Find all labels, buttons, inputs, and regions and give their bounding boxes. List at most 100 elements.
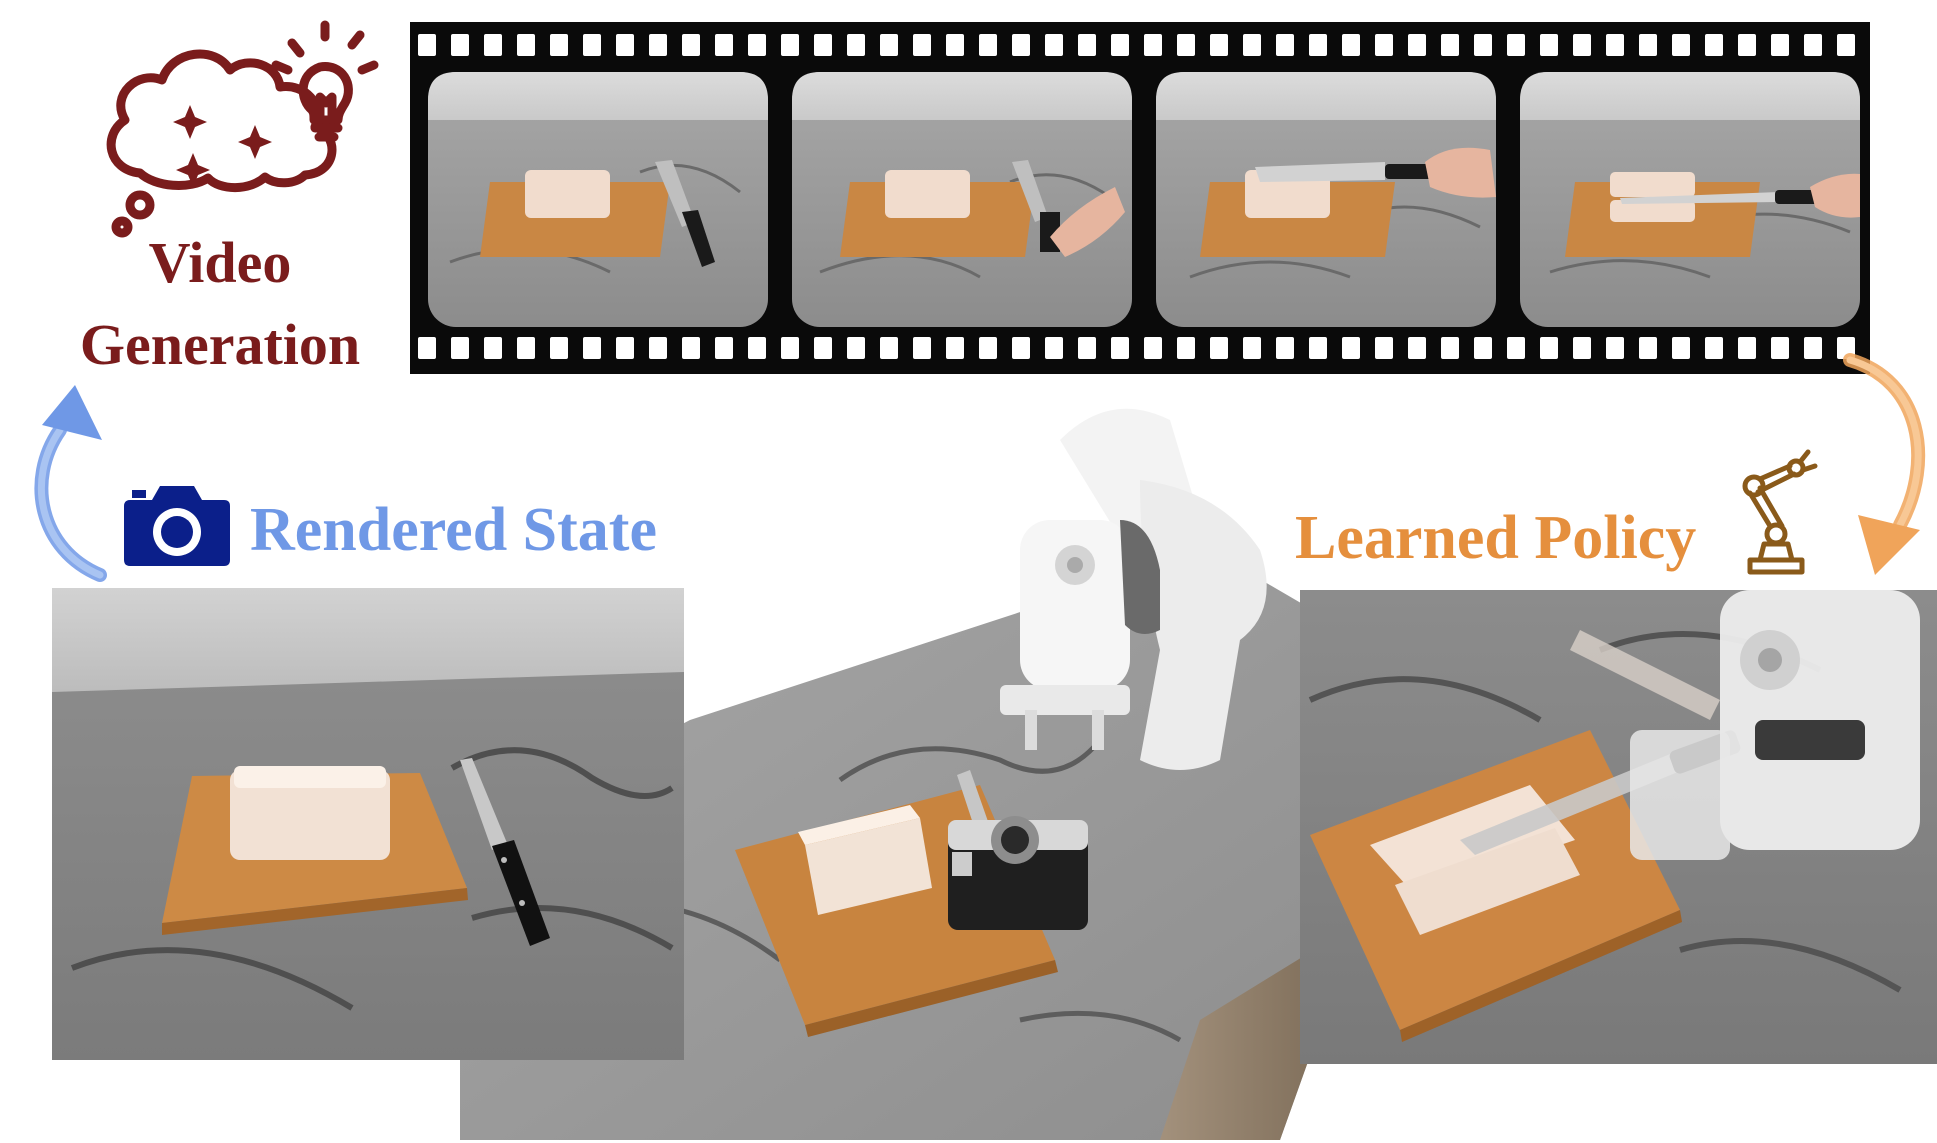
sprocket-hole xyxy=(682,337,700,359)
sprocket-hole xyxy=(1507,34,1525,56)
sprocket-hole xyxy=(946,34,964,56)
sprocket-hole xyxy=(682,34,700,56)
sprocket-hole xyxy=(1375,34,1393,56)
sprocket-hole xyxy=(1507,337,1525,359)
sprocket-hole xyxy=(484,34,502,56)
film-frame-4 xyxy=(1520,72,1860,327)
sprocket-hole xyxy=(1408,34,1426,56)
idea-cloud-icon xyxy=(100,15,380,240)
sprocket-hole xyxy=(946,337,964,359)
sprocket-hole xyxy=(583,34,601,56)
sprocket-hole xyxy=(1672,34,1690,56)
sprocket-hole xyxy=(1573,34,1591,56)
sprocket-hole xyxy=(1441,337,1459,359)
sprocket-hole xyxy=(1243,337,1261,359)
video-generation-title: Video Generation xyxy=(40,222,400,386)
sprocket-hole xyxy=(550,34,568,56)
video-generation-line1: Video xyxy=(148,230,292,295)
sprocket-hole xyxy=(649,337,667,359)
sprocket-hole xyxy=(979,34,997,56)
sprocket-hole xyxy=(1078,337,1096,359)
sprocket-hole xyxy=(847,337,865,359)
sprocket-hole xyxy=(1606,34,1624,56)
film-frame-2 xyxy=(792,72,1132,327)
sprocket-hole xyxy=(1210,337,1228,359)
sprocket-hole xyxy=(781,337,799,359)
sprocket-hole xyxy=(616,337,634,359)
sprocket-hole xyxy=(418,337,436,359)
sprocket-hole xyxy=(1078,34,1096,56)
learned-policy-title: Learned Policy xyxy=(1295,504,1697,572)
film-strip xyxy=(410,22,1870,374)
sprocket-hole xyxy=(418,34,436,56)
sprocket-hole xyxy=(748,337,766,359)
sprocket-hole xyxy=(1441,34,1459,56)
sprocket-hole xyxy=(1837,34,1855,56)
sprocket-hole xyxy=(1540,34,1558,56)
sprocket-hole xyxy=(1540,337,1558,359)
sprocket-hole xyxy=(715,337,733,359)
sprocket-hole xyxy=(1474,337,1492,359)
sprocket-hole xyxy=(1045,34,1063,56)
sprocket-hole xyxy=(1342,337,1360,359)
film-frame-3 xyxy=(1156,72,1496,327)
sprocket-hole xyxy=(1012,337,1030,359)
sprocket-hole xyxy=(979,337,997,359)
sprocket-hole xyxy=(814,34,832,56)
robot-arm-icon xyxy=(1738,448,1818,576)
sprocket-hole xyxy=(451,337,469,359)
sprocket-hole xyxy=(1771,337,1789,359)
sprocket-hole xyxy=(484,337,502,359)
sprocket-hole xyxy=(616,34,634,56)
rendered-state-image xyxy=(52,588,684,1060)
sprocket-hole xyxy=(1276,337,1294,359)
sprocket-hole xyxy=(1045,337,1063,359)
sprocket-hole xyxy=(1276,34,1294,56)
sprocket-hole xyxy=(1309,34,1327,56)
arrow-right-curved xyxy=(1840,350,1935,590)
sprocket-hole xyxy=(517,337,535,359)
sprocket-hole xyxy=(1342,34,1360,56)
sprocket-hole xyxy=(847,34,865,56)
sprocket-hole xyxy=(1738,34,1756,56)
sprocket-hole xyxy=(1012,34,1030,56)
sprocket-hole xyxy=(748,34,766,56)
sprocket-hole xyxy=(1804,34,1822,56)
sprocket-hole xyxy=(451,34,469,56)
arrow-left-curved xyxy=(20,370,120,590)
sprocket-hole xyxy=(517,34,535,56)
sprocket-hole xyxy=(550,337,568,359)
sprocket-hole xyxy=(1309,337,1327,359)
sprocket-hole xyxy=(1672,337,1690,359)
film-frame-1 xyxy=(428,72,768,327)
rendered-state-title: Rendered State xyxy=(250,496,657,564)
sprocket-hole xyxy=(583,337,601,359)
sprocket-hole xyxy=(1111,34,1129,56)
sprocket-hole xyxy=(715,34,733,56)
sprocket-hole xyxy=(1144,34,1162,56)
video-generation-line2: Generation xyxy=(79,312,361,377)
sprocket-hole xyxy=(1705,34,1723,56)
sprocket-hole xyxy=(1210,34,1228,56)
sprocket-hole xyxy=(1243,34,1261,56)
sprocket-hole xyxy=(913,337,931,359)
sprocket-hole xyxy=(1111,337,1129,359)
sprocket-hole xyxy=(1705,337,1723,359)
sprocket-hole xyxy=(913,34,931,56)
sprocket-hole xyxy=(1639,337,1657,359)
sprocket-hole xyxy=(880,34,898,56)
sprocket-hole xyxy=(1804,337,1822,359)
sprocket-hole xyxy=(1375,337,1393,359)
sprocket-hole xyxy=(1177,34,1195,56)
sprocket-hole xyxy=(1606,337,1624,359)
sprocket-hole xyxy=(1144,337,1162,359)
sprocket-hole xyxy=(1474,34,1492,56)
camera-icon xyxy=(122,480,232,566)
sprocket-hole xyxy=(814,337,832,359)
learned-policy-image xyxy=(1300,590,1937,1064)
sprocket-hole xyxy=(1408,337,1426,359)
sprocket-hole xyxy=(1573,337,1591,359)
sprocket-hole xyxy=(649,34,667,56)
sprocket-hole xyxy=(880,337,898,359)
sprocket-hole xyxy=(1771,34,1789,56)
